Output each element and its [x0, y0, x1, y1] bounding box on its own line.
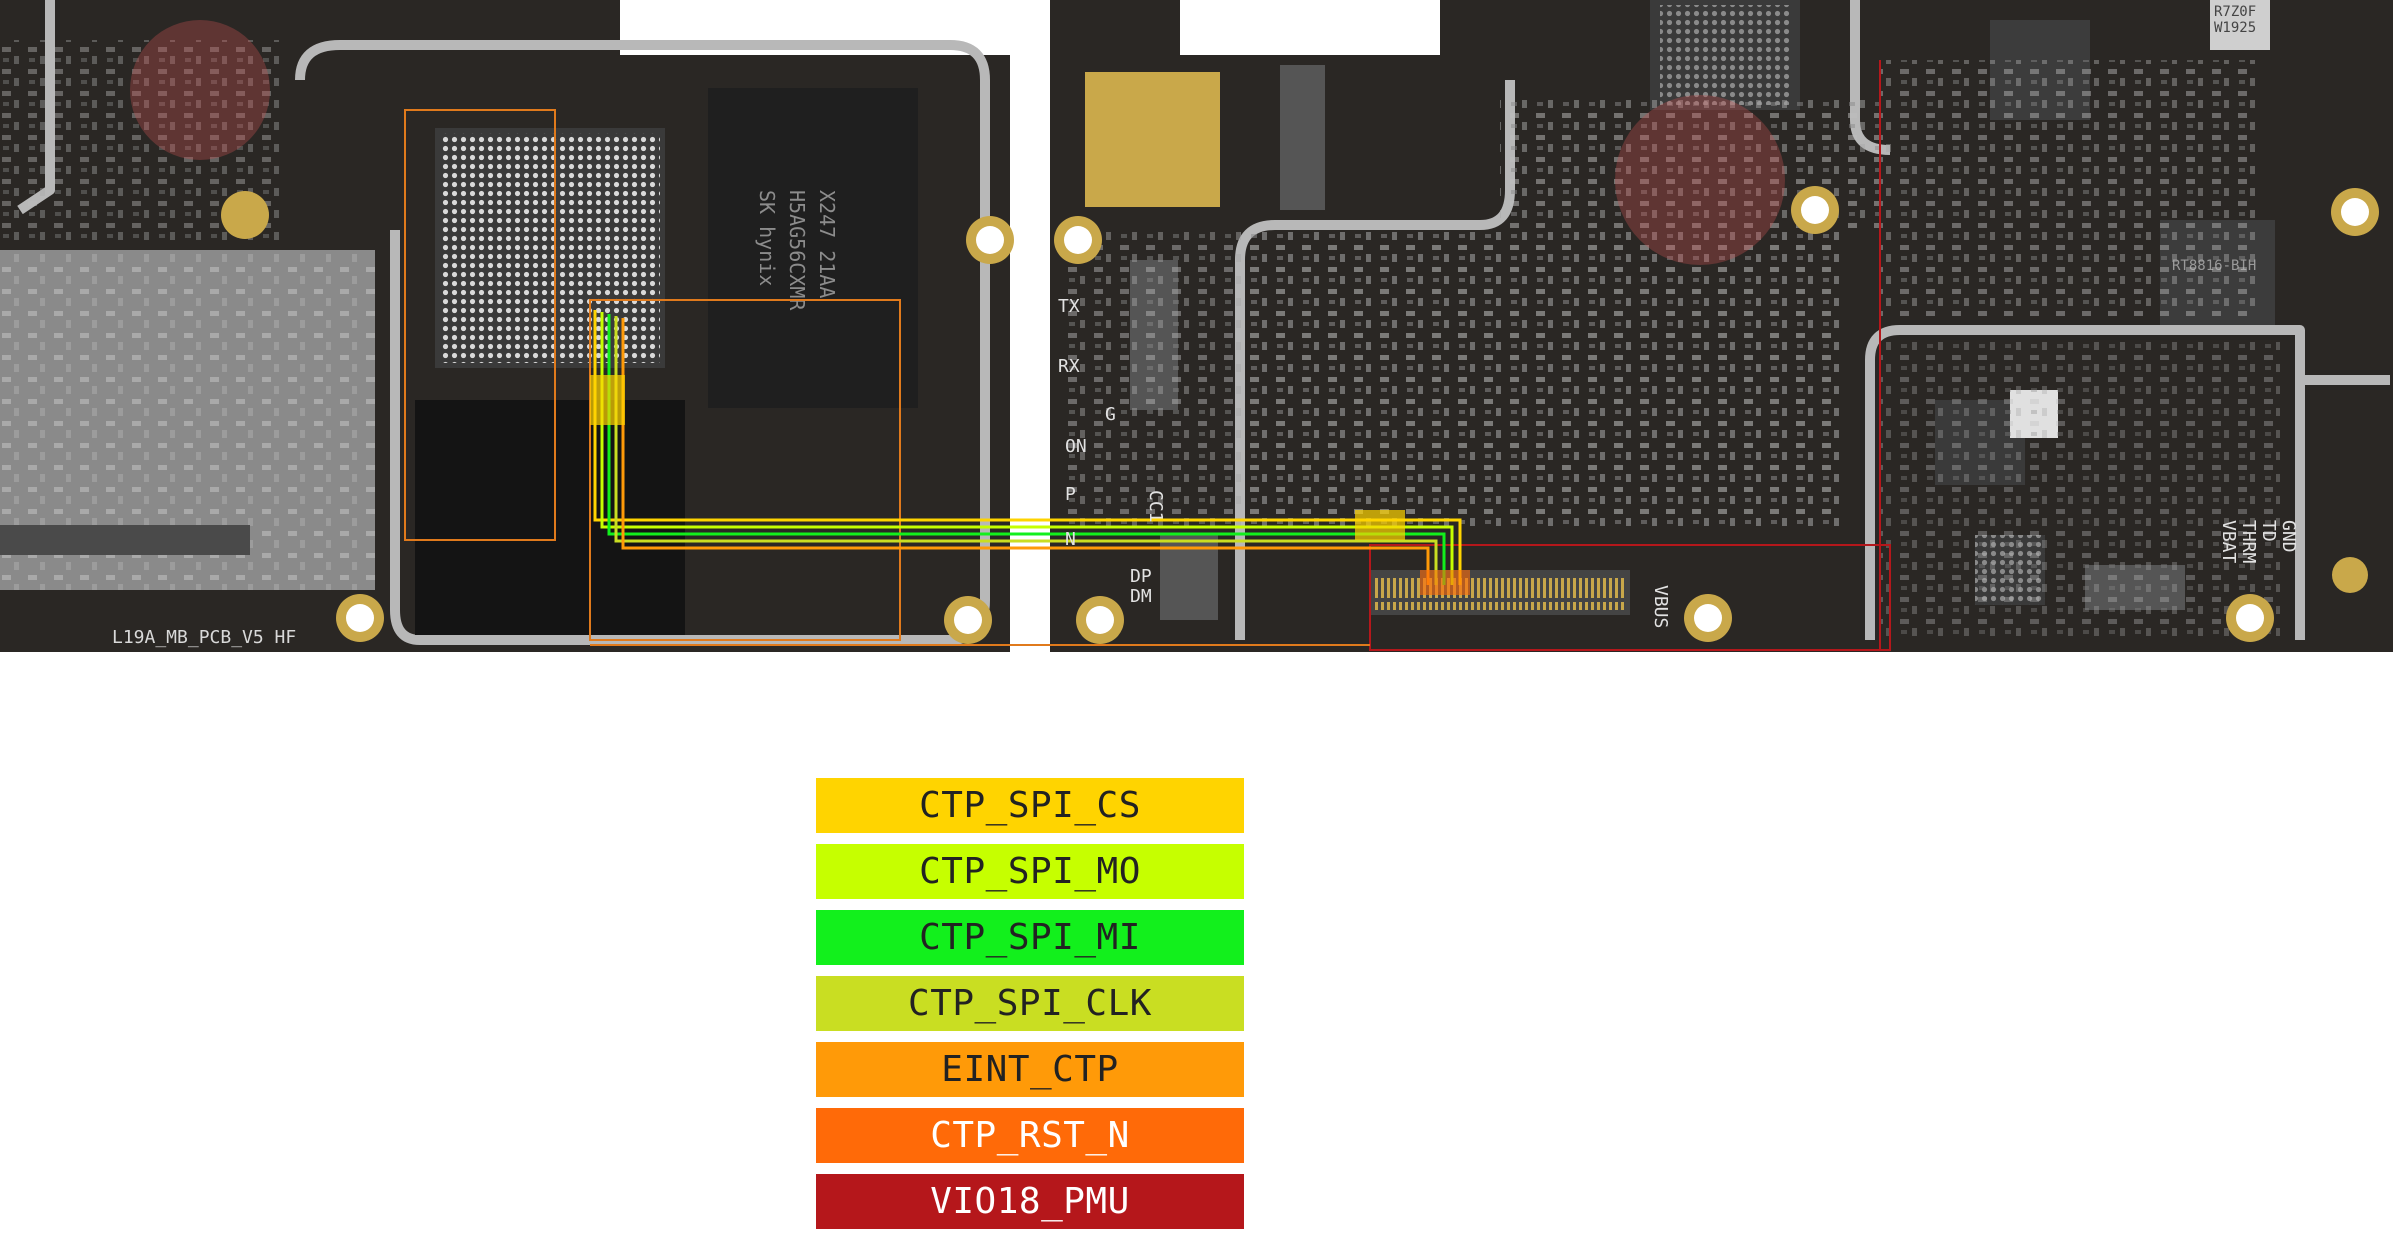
chip-text-3: X247 21AA	[815, 190, 839, 298]
pad-label-p: P	[1065, 484, 1076, 505]
pcb-board-photo: SK hynix H5AG56CXMR X247 21AA RT8816-BIH…	[0, 0, 2393, 652]
legend-item-ctp-spi-mi: CTP_SPI_MI	[816, 910, 1244, 965]
chip-text-5: W1925	[2214, 20, 2256, 36]
pad-label-on: ON	[1065, 436, 1087, 457]
legend-item-ctp-rst-n: CTP_RST_N	[816, 1108, 1244, 1163]
legend-label: CTP_SPI_CS	[919, 785, 1141, 826]
legend-item-ctp-spi-clk: CTP_SPI_CLK	[816, 976, 1244, 1031]
chip-text-2: H5AG56CXMR	[785, 190, 809, 311]
pad-label-gnd: GND	[2278, 520, 2299, 553]
pad-label-td: TD	[2258, 520, 2279, 542]
pad-label-g: G	[1105, 404, 1116, 425]
legend-label: EINT_CTP	[941, 1049, 1119, 1090]
legend-label: CTP_SPI_MI	[919, 917, 1141, 958]
pad-label-cc1: CC1	[1145, 490, 1166, 523]
legend-item-ctp-spi-cs: CTP_SPI_CS	[816, 778, 1244, 833]
signal-legend: CTP_SPI_CS CTP_SPI_MO CTP_SPI_MI CTP_SPI_CL…	[816, 778, 1244, 1240]
legend-label: CTP_SPI_MO	[919, 851, 1141, 892]
pad-label-thrm: THRM	[2238, 520, 2259, 564]
legend-item-vio18-pmu: VIO18_PMU	[816, 1174, 1244, 1229]
pad-label-n: N	[1065, 529, 1076, 550]
chip-text-4: R7Z0F	[2214, 4, 2256, 20]
legend-label: CTP_SPI_CLK	[908, 983, 1152, 1024]
pcb-label: L19A_MB_PCB_V5 HF	[112, 627, 296, 648]
pad-label-dm: DM	[1130, 586, 1152, 607]
pad-label-rx: RX	[1058, 356, 1080, 377]
pad-label-vbus: VBUS	[1650, 585, 1671, 628]
pad-label-dp: DP	[1130, 566, 1152, 587]
legend-label: CTP_RST_N	[930, 1115, 1130, 1156]
legend-item-eint-ctp: EINT_CTP	[816, 1042, 1244, 1097]
pad-label-vbat: VBAT	[2218, 520, 2239, 564]
chip-text-1: SK hynix	[755, 190, 779, 286]
pad-label-tx: TX	[1058, 296, 1080, 317]
legend-label: VIO18_PMU	[930, 1181, 1130, 1222]
legend-item-ctp-spi-mo: CTP_SPI_MO	[816, 844, 1244, 899]
